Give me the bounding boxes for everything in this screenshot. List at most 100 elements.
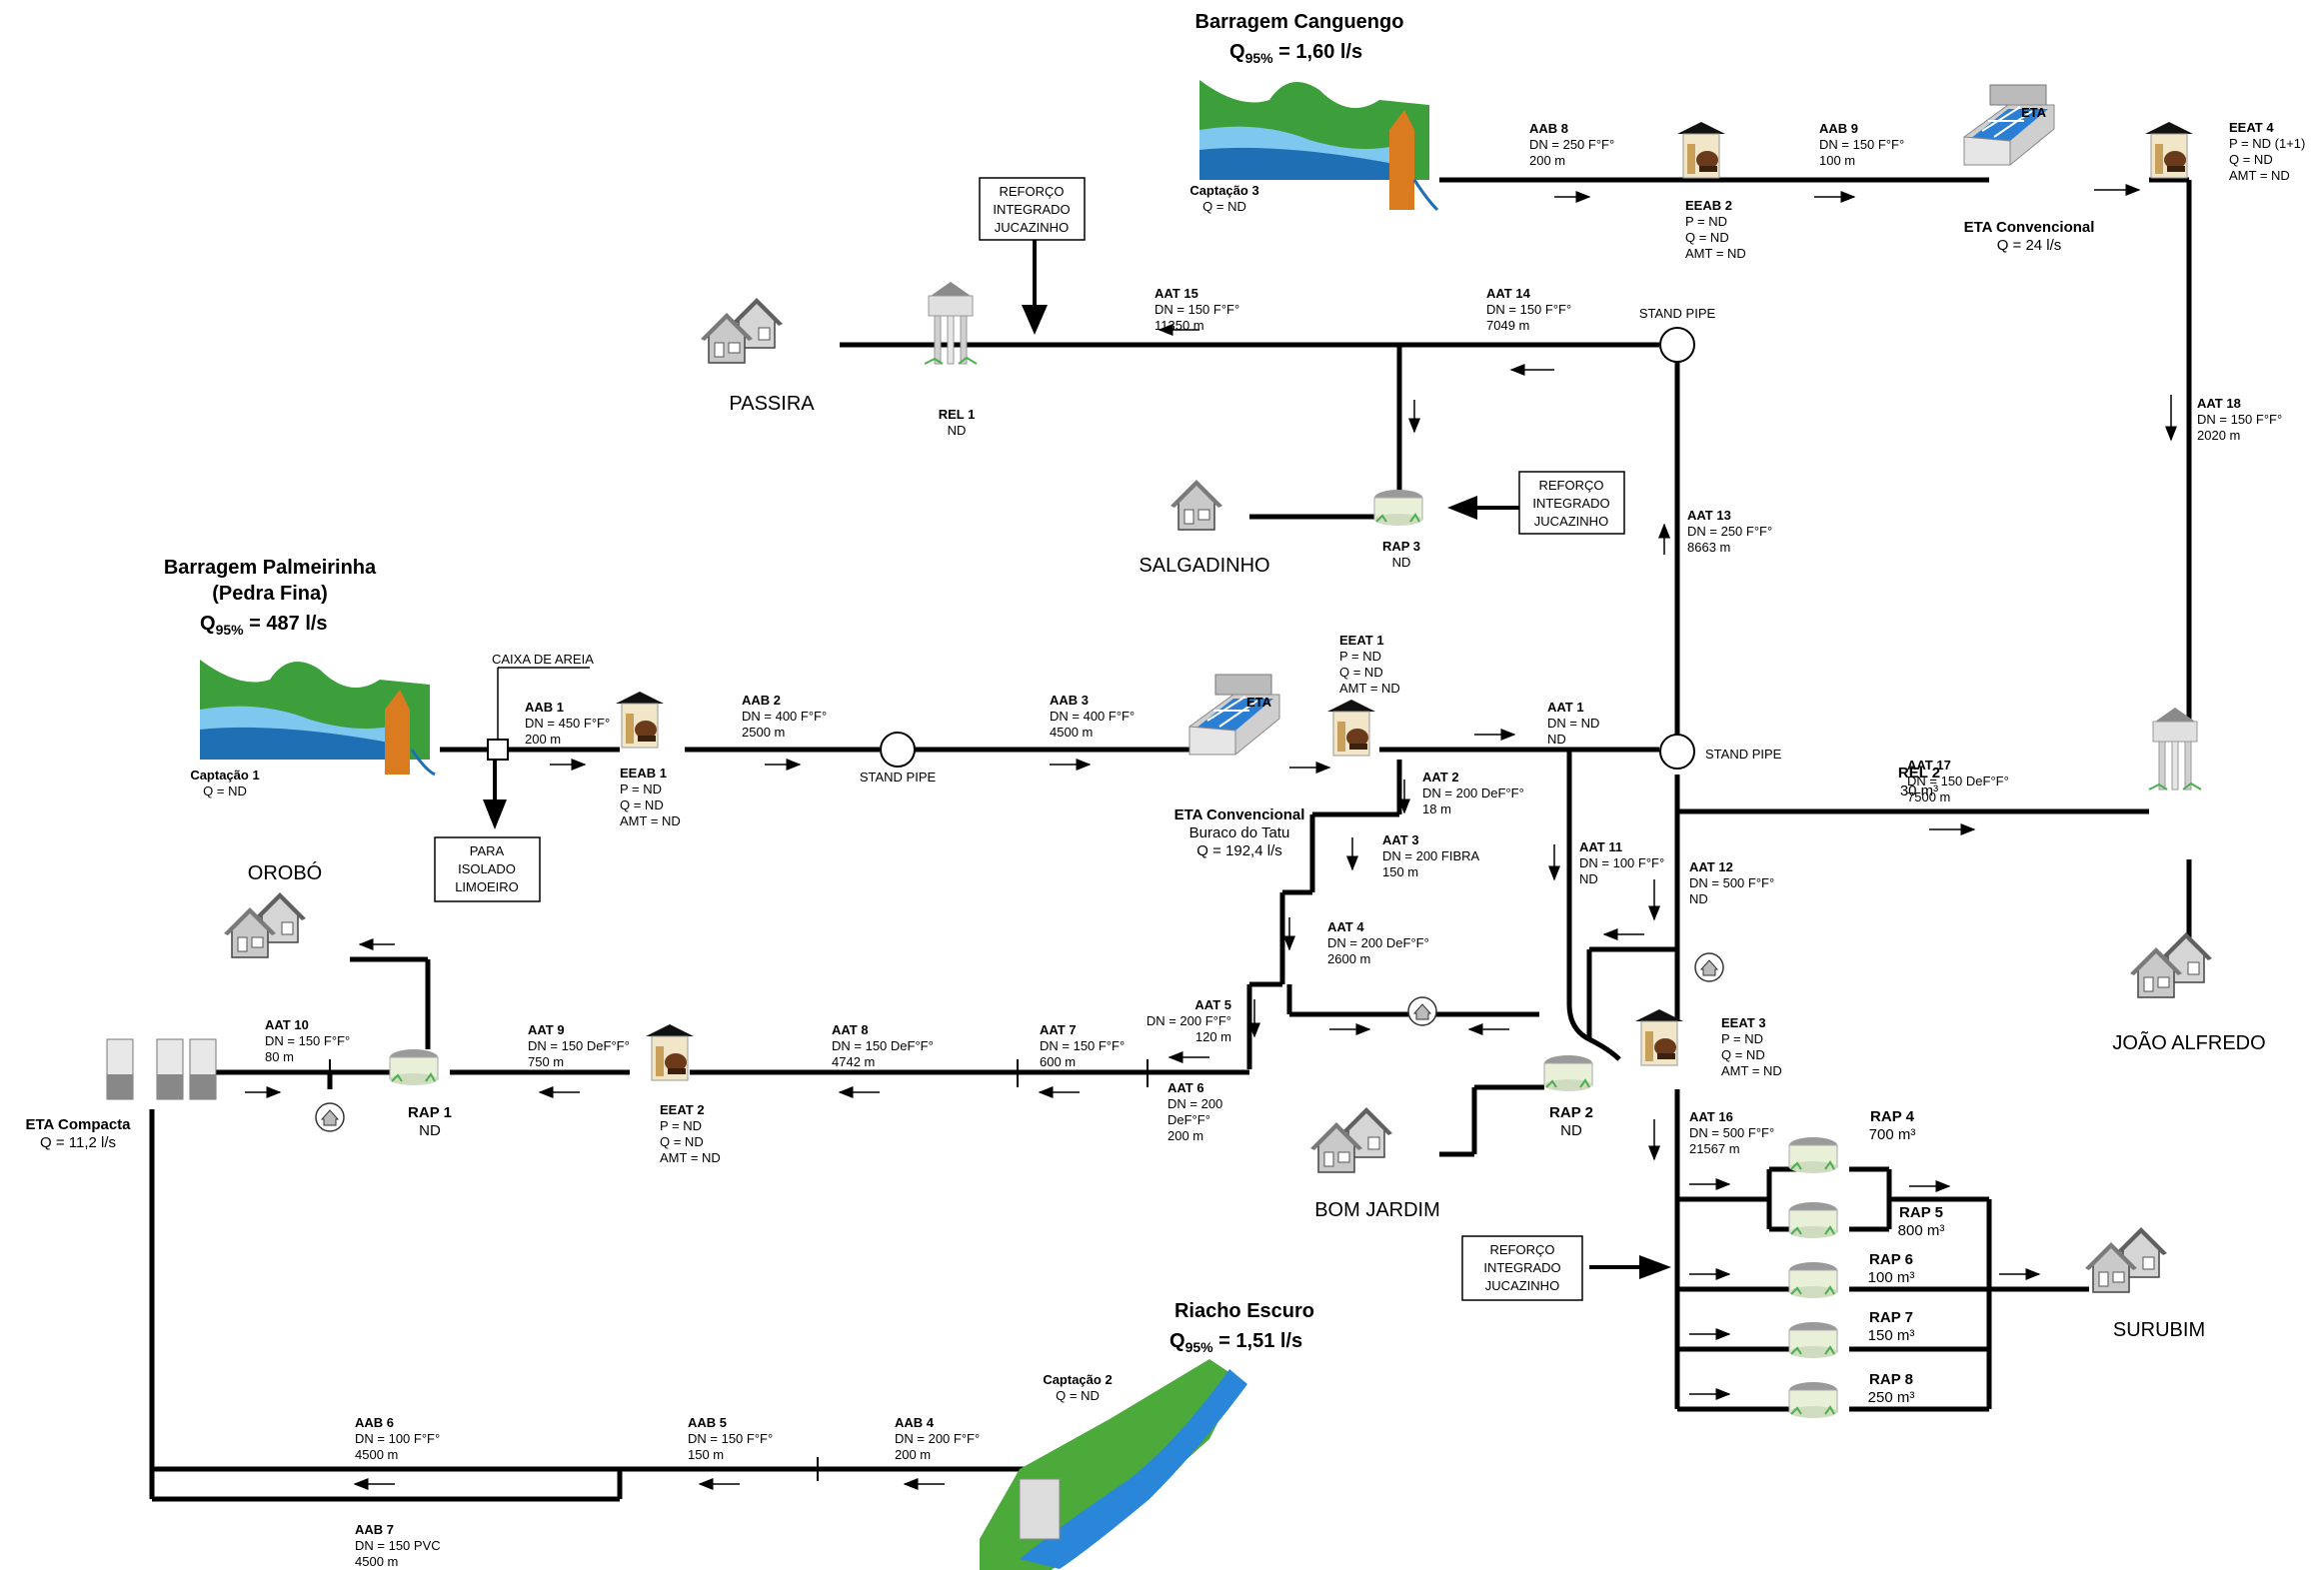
svg-text:INTEGRADO: INTEGRADO [993, 202, 1070, 217]
label-rap6-line-1: 100 m³ [1868, 1269, 1915, 1286]
eta-tatu-icon [1188, 674, 1280, 756]
label-aat4-line-0: AAT 4 [1327, 919, 1364, 934]
label-aab9-line-0: AAB 9 [1819, 121, 1858, 136]
label-aab5-line-1: DN = 150 F°F° [688, 1431, 773, 1446]
rap5-tank-icon [1788, 1201, 1838, 1239]
eeat1-pump-icon [1326, 699, 1376, 757]
svg-text:REFORÇO: REFORÇO [1539, 478, 1604, 493]
label-aab5-line-0: AAB 5 [688, 1415, 727, 1430]
label-aat8-line-0: AAT 8 [832, 1022, 869, 1037]
label-aab3-line-0: AAB 3 [1050, 693, 1089, 708]
eta-convencional-icon [1963, 84, 2055, 166]
svg-text:INTEGRADO: INTEGRADO [1532, 496, 1609, 511]
label-aab4-line-2: 200 m [895, 1447, 931, 1462]
eeat2-pump-icon [645, 1023, 695, 1081]
eta-tag-top: ETA [2021, 105, 2047, 120]
label-rap2-line-0: RAP 2 [1549, 1104, 1593, 1121]
svg-text:Q95% = 1,51 l/s: Q95% = 1,51 l/s [1169, 1330, 1302, 1355]
label-aat5-line-0: AAT 5 [1194, 997, 1231, 1012]
rel1-elevated-tank-icon [924, 281, 978, 365]
label-captacao3-line-1: Q = ND [1202, 199, 1246, 214]
eta-tag-tatu: ETA [1246, 695, 1272, 710]
rap6-tank-icon [1788, 1261, 1838, 1299]
label-aat9-line-2: 750 m [528, 1054, 564, 1069]
label-eeat4-line-0: EEAT 4 [2229, 120, 2274, 135]
label-aat9-line-0: AAT 9 [528, 1022, 565, 1037]
svg-text:Barragem Canguengo: Barragem Canguengo [1195, 11, 1404, 33]
svg-text:REFORÇO: REFORÇO [1000, 184, 1065, 199]
stand-pipe-top [1659, 327, 1695, 363]
label-eeat1-line-2: Q = ND [1339, 665, 1383, 680]
label-eeat3-line-2: Q = ND [1721, 1047, 1765, 1062]
rap1-tank-icon [389, 1048, 439, 1086]
label-captacao1-line-1: Q = ND [203, 784, 247, 798]
label-aat9-line-1: DN = 150 DeF°F° [528, 1038, 630, 1053]
label-rap1-line-0: RAP 1 [408, 1104, 452, 1121]
label-rap4-line-0: RAP 4 [1870, 1108, 1915, 1125]
label-eeat1-line-3: AMT = ND [1339, 681, 1400, 696]
label-aab7-line-1: DN = 150 PVC [355, 1538, 441, 1553]
label-eeat2-line-0: EEAT 2 [660, 1102, 705, 1117]
label-aat14-line-0: AAT 14 [1486, 286, 1531, 301]
label-eeat2-line-1: P = ND [660, 1118, 702, 1133]
label-rap5-line-1: 800 m³ [1898, 1222, 1945, 1239]
label-aab2-line-0: AAB 2 [742, 693, 781, 708]
label-eta-tatu-line-1: Buraco do Tatu [1189, 824, 1290, 841]
label-rap8-line-0: RAP 8 [1869, 1371, 1913, 1388]
label-aat7-line-0: AAT 7 [1040, 1022, 1077, 1037]
label-aab1-line-0: AAB 1 [525, 700, 564, 715]
label-aat16-line-1: DN = 500 F°F° [1689, 1125, 1774, 1140]
label-eeat4-line-1: P = ND (1+1) [2229, 136, 2305, 151]
label-aat1-line-1: DN = ND [1547, 716, 1599, 731]
label-aat15-line-0: AAT 15 [1155, 286, 1198, 301]
eeab2-pump-icon [1676, 121, 1726, 179]
label-rap3-line-1: ND [1392, 555, 1411, 570]
label-aat13-line-2: 8663 m [1687, 540, 1730, 555]
label-rap7-line-0: RAP 7 [1869, 1309, 1913, 1326]
label-aab2-line-2: 2500 m [742, 725, 785, 740]
label-eeab2-line-1: P = ND [1685, 214, 1727, 229]
reforco-box-top: REFORÇO INTEGRADO JUCAZINHO [979, 177, 1086, 241]
consumer-marker-icon [1407, 996, 1437, 1026]
label-aat2-line-0: AAT 2 [1422, 770, 1459, 785]
label-eeab2-line-3: AMT = ND [1685, 246, 1746, 261]
svg-text:Q95% = 487 l/s: Q95% = 487 l/s [200, 613, 328, 638]
label-aat13-line-0: AAT 13 [1687, 508, 1731, 523]
pipe-tick-marks [329, 1059, 1149, 1481]
svg-text:JUCAZINHO: JUCAZINHO [1485, 1278, 1559, 1293]
svg-text:LIMOEIRO: LIMOEIRO [455, 879, 519, 894]
label-aat7-line-1: DN = 150 F°F° [1040, 1038, 1125, 1053]
joao-alfredo-houses-icon [2129, 931, 2213, 998]
stand-pipe-left [880, 732, 916, 768]
rel2-elevated-tank-icon [2148, 707, 2202, 790]
label-rel1-line-0: REL 1 [939, 407, 976, 422]
dam-canguengo-icon [1199, 80, 1439, 212]
label-aat5-line-2: 120 m [1195, 1029, 1231, 1044]
label-aat4-line-1: DN = 200 DeF°F° [1327, 935, 1429, 950]
label-rap8-line-1: 250 m³ [1868, 1389, 1915, 1406]
label-aat18-line-2: 2020 m [2197, 428, 2240, 443]
label-captacao1-line-0: Captação 1 [190, 768, 259, 783]
svg-text:Q95% = 1,60 l/s: Q95% = 1,60 l/s [1229, 41, 1362, 66]
label-eta-compacta-line-1: Q = 11,2 l/s [40, 1134, 116, 1151]
reforco-box-bottom: REFORÇO INTEGRADO JUCAZINHO [1461, 1235, 1583, 1301]
label-eta-tatu-line-0: ETA Convencional [1174, 806, 1305, 823]
label-aat10-line-2: 80 m [265, 1049, 294, 1064]
eeat4-pump-icon [2144, 121, 2194, 179]
label-rel1-line-1: ND [948, 423, 967, 438]
salgadinho-house-icon [1169, 479, 1223, 531]
label-eeab1-line-3: AMT = ND [620, 813, 681, 828]
label-aab6-line-1: DN = 100 F°F° [355, 1431, 440, 1446]
surubim-houses-icon [2084, 1226, 2168, 1293]
label-aab1-line-1: DN = 450 F°F° [525, 716, 610, 731]
label-eeab2-line-2: Q = ND [1685, 230, 1729, 245]
dam-palmeirinha-icon [200, 660, 436, 777]
title-canguengo: Barragem Canguengo Q95% = 1,60 l/s [1195, 11, 1404, 66]
label-rap6-line-0: RAP 6 [1869, 1251, 1913, 1268]
rap2-tank-icon [1543, 1054, 1593, 1092]
eeat3-pump-icon [1634, 1008, 1684, 1066]
label-captacao2-line-0: Captação 2 [1043, 1372, 1112, 1387]
label-aat13-line-1: DN = 250 F°F° [1687, 524, 1772, 539]
city-bom-jardim: BOM JARDIM [1314, 1199, 1440, 1221]
